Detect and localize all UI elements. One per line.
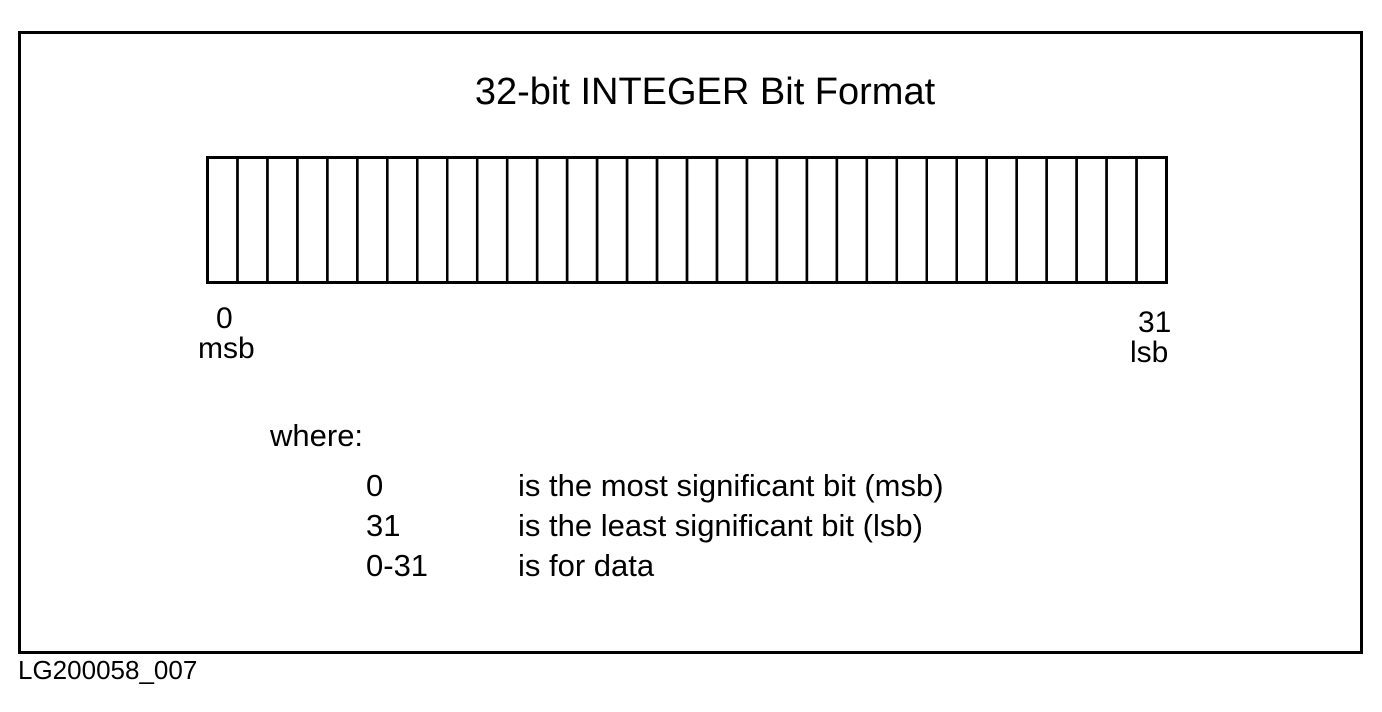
legend-term: 0 [366,468,384,503]
bit-cell-14 [625,156,659,284]
bit-cell-15 [655,156,689,284]
bit-cell-24 [925,156,958,284]
legend-term: 31 [366,508,401,543]
legend-row: 0-31 is for data [366,546,1166,586]
bit-cell-25 [955,156,988,284]
bit-cell-1 [236,156,269,284]
bit-cell-23 [895,156,928,284]
figure-frame [18,31,1363,654]
bit-cell-0 [206,156,239,284]
bit-cell-18 [745,156,779,284]
figure-id: LG200058_007 [18,655,198,685]
legend-description: is the least significant bit (lsb) [518,508,923,543]
legend-list: 0 is the most significant bit (msb) 31 i… [366,466,1166,586]
bit-cell-8 [446,156,479,284]
legend-row: 0 is the most significant bit (msb) [366,466,1166,506]
legend-row: 31 is the least significant bit (lsb) [366,506,1166,546]
legend-heading: where: [270,418,364,453]
bit-cell-7 [416,156,449,284]
bit-field-svg [206,156,1168,284]
bit-cell-28 [1045,156,1078,284]
bit-cell-6 [386,156,419,284]
diagram-title: 32-bit INTEGER Bit Format [474,71,936,113]
bit-cell-5 [356,156,389,284]
msb-label: msb [198,332,255,365]
bit-cell-12 [565,156,599,284]
bit-cell-9 [475,156,509,284]
legend-term: 0-31 [366,548,429,583]
bit-cell-27 [1015,156,1048,284]
lsb-label: lsb [1130,336,1169,369]
bit-cell-10 [505,156,539,284]
bit-cell-21 [835,156,869,284]
legend-description: is the most significant bit (msb) [518,468,944,503]
bit-cell-31 [1135,156,1168,284]
bit-cell-4 [326,156,359,284]
msb-bit-number: 0 [216,302,233,335]
bit-cell-17 [715,156,749,284]
bit-cell-22 [865,156,899,284]
bit-cell-19 [775,156,809,284]
bit-cell-20 [805,156,839,284]
bit-cell-29 [1075,156,1108,284]
bit-field-diagram [206,156,1168,284]
bit-cell-3 [296,156,329,284]
bit-cell-11 [535,156,569,284]
legend-description: is for data [518,548,655,583]
bit-cell-16 [685,156,719,284]
bit-cell-30 [1105,156,1138,284]
bit-cell-26 [985,156,1018,284]
bit-cell-13 [595,156,629,284]
lsb-bit-number: 31 [1138,306,1172,339]
bit-cell-2 [266,156,299,284]
